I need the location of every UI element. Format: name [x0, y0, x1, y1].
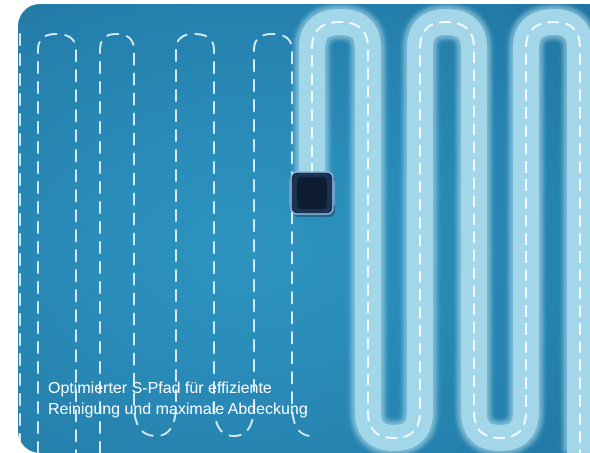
caption: Optimierter S-Pfad für effiziente Reinig…: [48, 378, 308, 420]
cleaned-path-band: [312, 22, 580, 453]
robot-vacuum-icon: [289, 172, 335, 217]
caption-line-2: Reinigung und maximale Abdeckung: [48, 399, 308, 420]
illustration-card: Optimierter S-Pfad für effiziente Reinig…: [18, 4, 590, 453]
caption-line-1: Optimierter S-Pfad für effiziente: [48, 378, 308, 399]
